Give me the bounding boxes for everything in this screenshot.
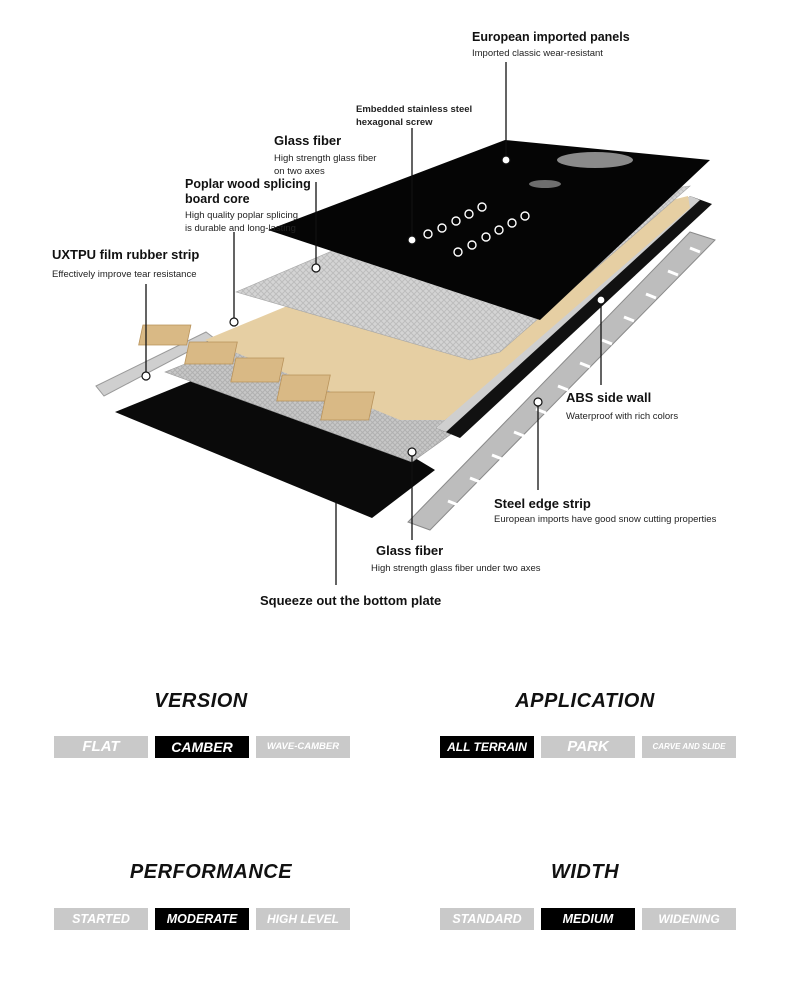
version-option-flat[interactable]: FLAT [54, 736, 148, 758]
performance-title: PERFORMANCE [129, 861, 293, 883]
application-option-all-terrain[interactable]: ALL TERRAIN [440, 736, 534, 758]
version-title: VERSION [154, 690, 248, 712]
application-option-park[interactable]: PARK [541, 736, 635, 758]
leader-lines [145, 62, 602, 585]
callout-title: Squeeze out the bottom plate [260, 593, 442, 608]
width-title: WIDTH [550, 861, 620, 883]
callout-title: Glass fiber [376, 543, 444, 558]
callout-glass-top: Glass fiber High strength glass fiber on… [274, 133, 376, 178]
callout-wood-core: Poplar wood splicing board core High qua… [185, 177, 311, 235]
callout-desc-line2: is durable and long-lasting [185, 223, 296, 234]
callout-desc-line2: on two axes [274, 166, 325, 177]
performance-option-high-level[interactable]: HIGH LEVEL [256, 908, 350, 930]
callout-abs: ABS side wall Waterproof with rich color… [566, 390, 678, 423]
callout-title-line2: hexagonal screw [356, 117, 433, 128]
version-option-camber[interactable]: CAMBER [155, 736, 249, 758]
steel-edge-strip-right [407, 231, 716, 531]
callout-screw: Embedded stainless steel hexagonal screw [356, 101, 472, 129]
leader-dots [141, 155, 606, 457]
callout-title: UXTPU film rubber strip [52, 247, 200, 262]
callout-title: Steel edge strip [494, 496, 591, 511]
performance-option-moderate[interactable]: MODERATE [155, 908, 249, 930]
callout-desc: Waterproof with rich colors [566, 411, 679, 422]
callout-desc: High quality poplar splicing [185, 210, 299, 221]
width-option-medium[interactable]: MEDIUM [541, 908, 635, 930]
callout-title: Glass fiber [274, 133, 342, 148]
callout-base: Squeeze out the bottom plate [260, 593, 441, 608]
base-plate-layer [115, 358, 435, 518]
callout-desc: High strength glass fiber under two axes [371, 563, 541, 574]
version-option-wave-camber[interactable]: WAVE-CAMBER [256, 736, 350, 758]
callout-title-line2: board core [185, 192, 250, 206]
callout-title: ABS side wall [566, 390, 652, 405]
width-option-widening[interactable]: WIDENING [642, 908, 736, 930]
callout-title: Embedded stainless steel [356, 104, 473, 115]
performance-option-started[interactable]: STARTED [54, 908, 148, 930]
callout-steel-edge: Steel edge strip European imports have g… [494, 496, 716, 526]
callout-title: Poplar wood splicing [185, 177, 311, 191]
callout-title: European imported panels [472, 30, 630, 44]
width-option-standard[interactable]: STANDARD [440, 908, 534, 930]
callout-desc: High strength glass fiber [274, 153, 377, 164]
callout-european-panels: European imported panels Imported classi… [472, 30, 630, 60]
callout-desc: Effectively improve tear resistance [52, 269, 197, 280]
callout-desc: European imports have good snow cutting … [494, 514, 717, 525]
callout-uxtpu: UXTPU film rubber strip Effectively impr… [52, 247, 199, 281]
snowboard-layer-diagram [95, 62, 716, 585]
top-panel-layer [268, 140, 710, 320]
application-title: APPLICATION [515, 690, 655, 712]
application-option-carve-and-slide[interactable]: CARVE AND SLIDE [642, 736, 736, 758]
callout-glass-bottom: Glass fiber High strength glass fiber un… [371, 543, 541, 575]
callout-desc: Imported classic wear-resistant [472, 48, 603, 59]
